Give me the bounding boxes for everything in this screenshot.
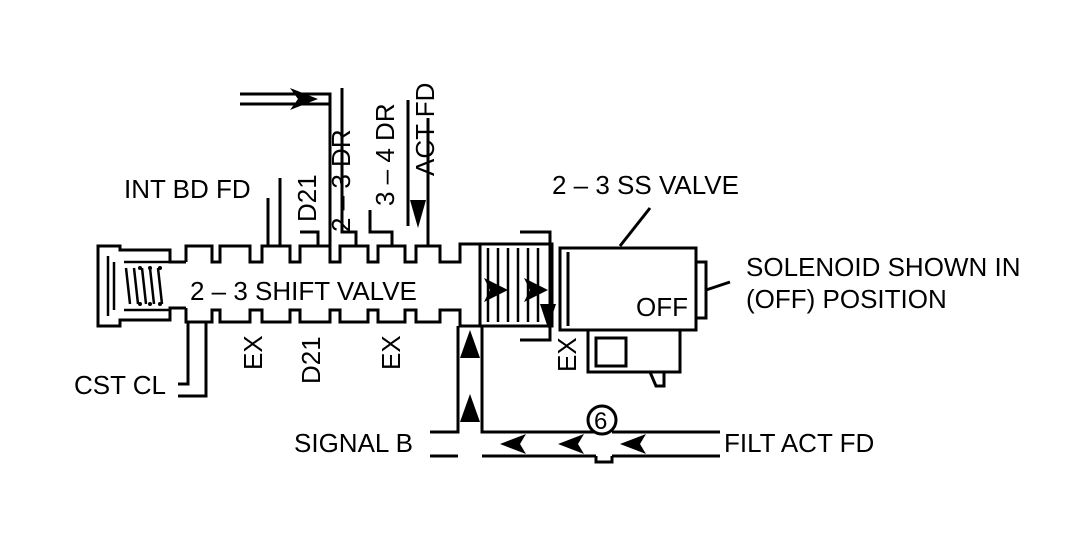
cst-cl-label: CST CL (74, 370, 166, 400)
valve-bore (96, 242, 480, 328)
orifice-circle (586, 404, 618, 436)
left-arrow-icon-3 (620, 434, 646, 454)
right-arrow-icon-2 (524, 278, 548, 302)
int-bd-fd-label: INT BD FD (124, 174, 251, 204)
dr-34-label: 3 – 4 DR (370, 103, 400, 206)
up-arrow-icon-2 (460, 394, 480, 422)
lower-ports (178, 322, 208, 398)
ss-valve-body (558, 207, 731, 388)
dr-23-label: 2 – 3 DR (326, 129, 356, 232)
flow-arrow-icon (290, 88, 318, 110)
up-arrow-icon (460, 330, 480, 358)
ex-down-arrow-icon (540, 304, 556, 328)
upper-ports (266, 94, 430, 246)
d21-bottom-label: D21 (296, 336, 326, 384)
down-arrow-icon (410, 200, 426, 228)
ex-left-label: EX (238, 335, 268, 370)
signal-b-label: SIGNAL B (294, 428, 413, 458)
solenoid-label-line1: SOLENOID SHOWN IN (746, 252, 1020, 282)
orifice-number: 6 (594, 408, 607, 435)
solenoid-label-line2: (OFF) POSITION (746, 284, 947, 314)
act-fd-label: ACT FD (410, 83, 440, 176)
off-label: OFF (636, 292, 688, 322)
ex-mid-label: EX (376, 335, 406, 370)
left-arrow-icon-2 (558, 434, 584, 454)
ss-valve-label: 2 – 3 SS VALVE (552, 170, 739, 200)
d21-top-label: D21 (292, 174, 322, 222)
ex-right-label: EX (552, 337, 582, 372)
left-arrow-icon (500, 434, 526, 454)
ss-valve-interface (478, 230, 556, 342)
shift-valve-label: 2 – 3 SHIFT VALVE (190, 276, 417, 306)
filt-act-fd-label: FILT ACT FD (724, 428, 874, 458)
feed-line-bottom (430, 326, 720, 464)
top-feed-line (240, 88, 344, 110)
right-arrow-icon (484, 278, 508, 302)
